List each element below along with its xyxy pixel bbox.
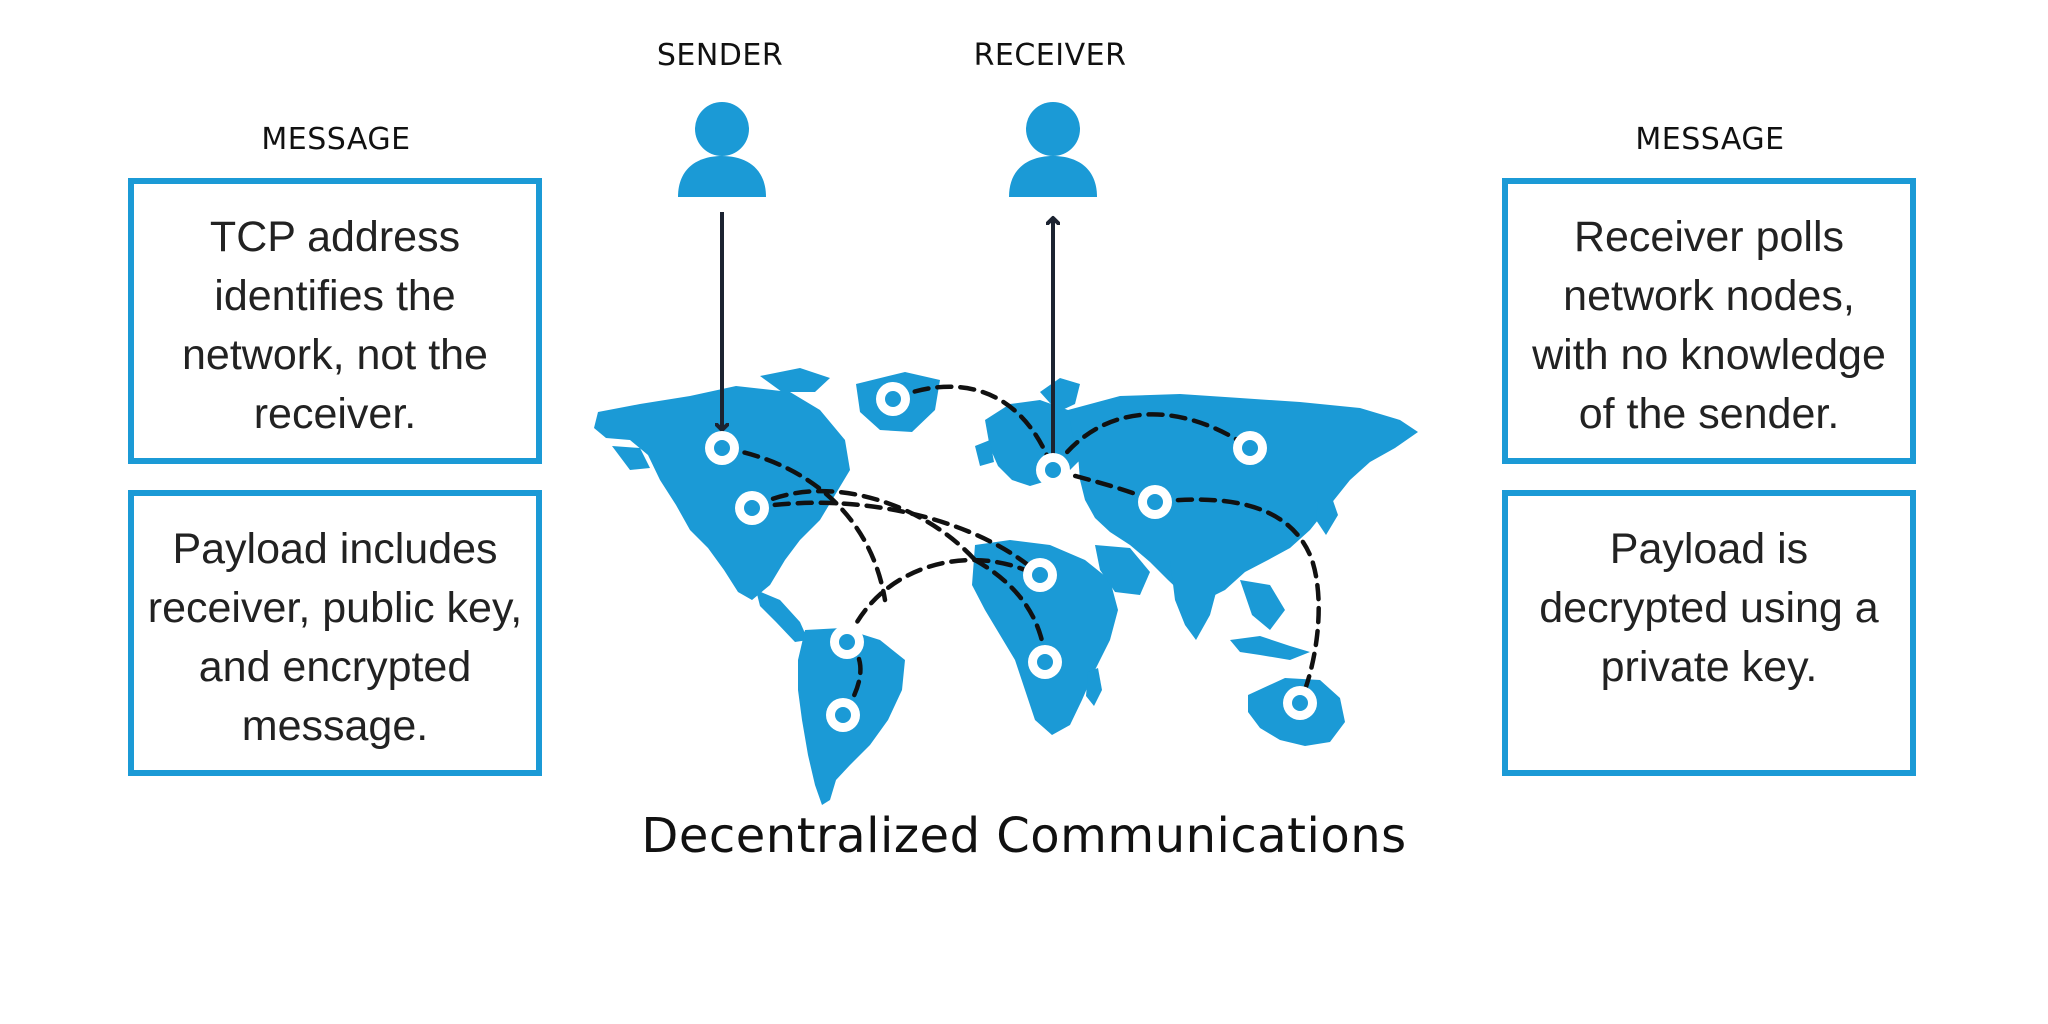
message-box-text: Payload includes receiver, public key, a…: [147, 525, 523, 750]
message-box-text: Receiver polls network nodes, with no kn…: [1532, 213, 1886, 438]
network-node-icon: [876, 382, 910, 416]
network-node-icon: [1028, 645, 1062, 679]
diagram-title: Decentralized Communications: [641, 808, 1407, 864]
network-node-icon: [830, 625, 864, 659]
message-box-text: TCP address identifies the network, not …: [182, 213, 488, 438]
network-node-icon: [1023, 558, 1057, 592]
message-box-payload-includes: Payload includes receiver, public key, a…: [128, 490, 542, 776]
message-label-right: MESSAGE: [1635, 122, 1785, 157]
world-map-icon: [594, 368, 1418, 805]
network-node-icon: [735, 491, 769, 525]
network-node-icon: [705, 431, 739, 465]
network-node-icon: [1138, 485, 1172, 519]
message-box-tcp-address: TCP address identifies the network, not …: [128, 178, 542, 464]
network-node-icon: [1036, 453, 1070, 487]
message-box-receiver-polls: Receiver polls network nodes, with no kn…: [1502, 178, 1916, 464]
message-box-payload-decrypted: Payload is decrypted using a private key…: [1502, 490, 1916, 776]
network-node-icon: [1233, 431, 1267, 465]
message-label-left: MESSAGE: [261, 122, 411, 157]
sender-label: SENDER: [656, 38, 784, 73]
sender-person-icon: [678, 102, 766, 197]
receiver-label: RECEIVER: [973, 38, 1127, 73]
network-nodes: [705, 382, 1317, 732]
network-node-icon: [1283, 686, 1317, 720]
network-routes: [719, 384, 1321, 718]
network-node-icon: [826, 698, 860, 732]
receiver-person-icon: [1009, 102, 1097, 197]
message-box-text: Payload is decrypted using a private key…: [1539, 525, 1879, 691]
